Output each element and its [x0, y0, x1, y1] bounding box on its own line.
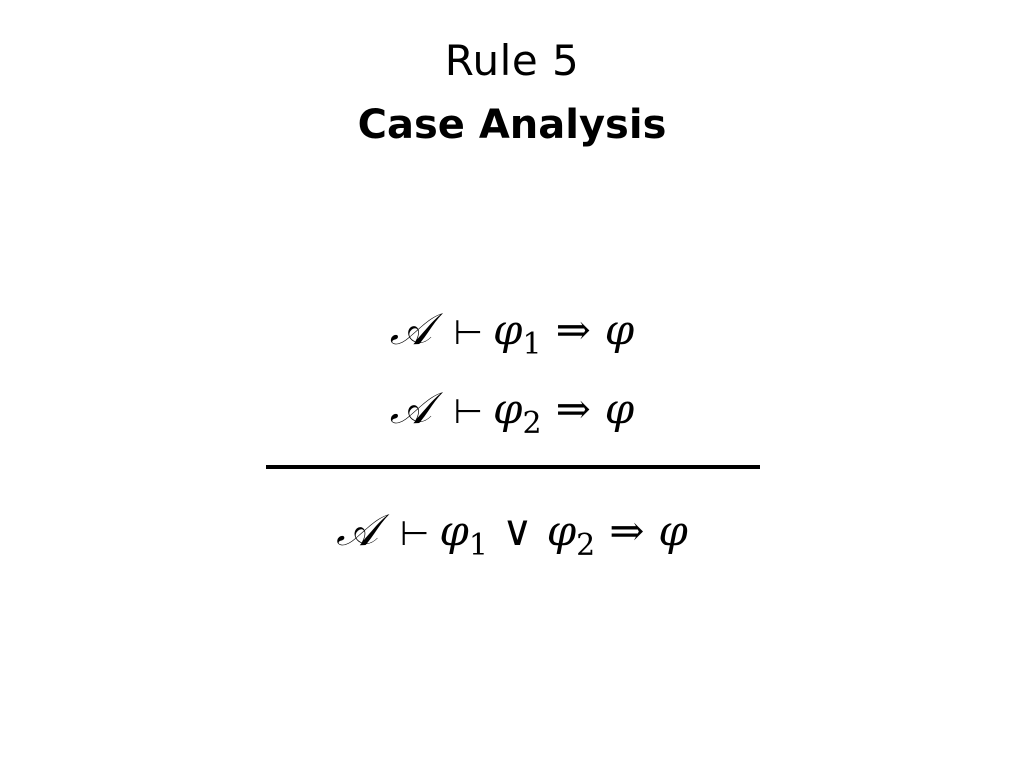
or-symbol: ∨ [501, 506, 533, 555]
turnstile-symbol: ⊢ [399, 514, 430, 554]
subscript: 1 [522, 327, 542, 362]
subscript: 1 [468, 528, 488, 563]
phi-symbol: φ [546, 506, 577, 555]
context-symbol: 𝒜 [389, 383, 432, 434]
inference-line [266, 465, 760, 469]
phi-symbol: φ [439, 506, 469, 555]
phi-symbol: φ [604, 305, 635, 354]
slide-title-block: Rule 5 Case Analysis [0, 30, 1024, 158]
phi-symbol: φ [493, 384, 523, 433]
phi-symbol: φ [493, 305, 523, 354]
subscript: 2 [522, 406, 542, 441]
phi-symbol: φ [604, 384, 635, 433]
context-symbol: 𝒜 [389, 304, 432, 355]
context-symbol: 𝒜 [336, 505, 378, 556]
conclusion: 𝒜⊢φ1∨φ2⇒φ [0, 505, 1024, 563]
turnstile-symbol: ⊢ [453, 392, 484, 432]
slide-title: Rule 5 [444, 36, 580, 85]
turnstile-symbol: ⊢ [453, 313, 484, 353]
phi-symbol: φ [658, 506, 688, 555]
implies-symbol: ⇒ [555, 384, 591, 433]
premise-1: 𝒜⊢φ1⇒φ [0, 304, 1024, 362]
premise-2: 𝒜⊢φ2⇒φ [0, 383, 1024, 441]
subscript: 2 [576, 528, 596, 563]
slide-subtitle: Case Analysis [357, 102, 667, 148]
implies-symbol: ⇒ [555, 305, 591, 354]
implies-symbol: ⇒ [609, 506, 645, 555]
